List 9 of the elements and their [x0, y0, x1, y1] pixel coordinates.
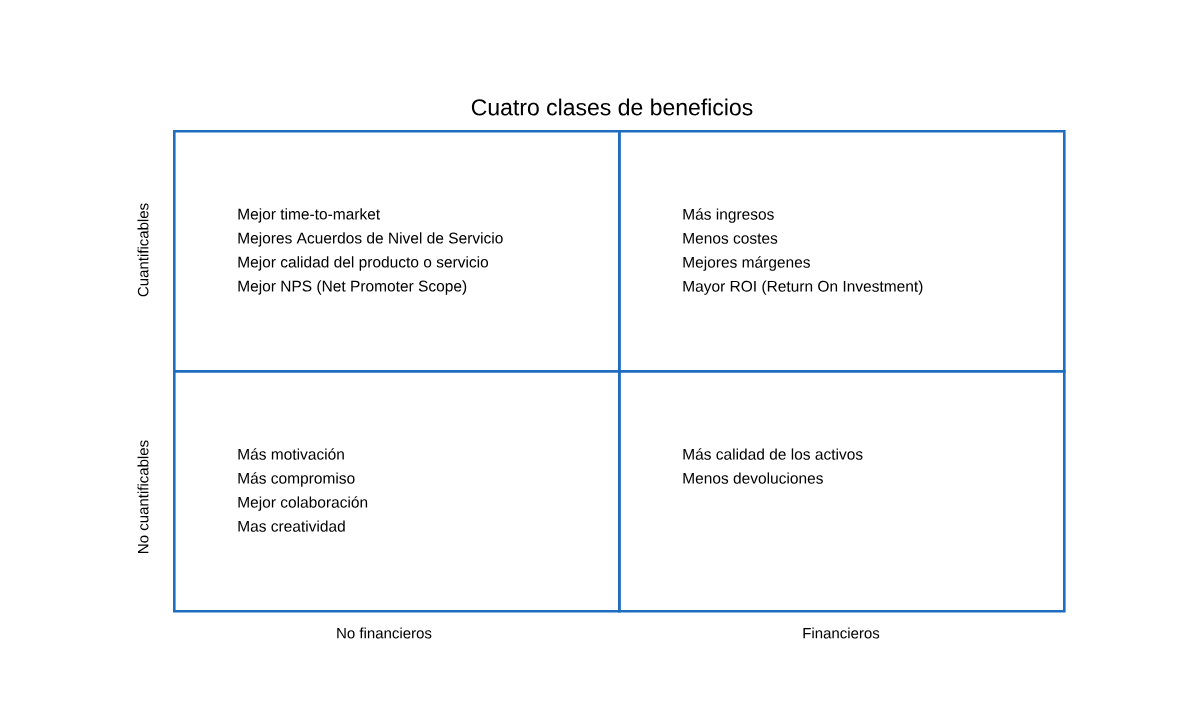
quadrant-box: Más motivación Más compromiso Mejor colaboración Mas creatividad	[173, 370, 621, 613]
axis-label: No cuantificables	[137, 440, 149, 553]
axis-label: Cuantificables	[137, 203, 149, 297]
quadrant-box: Mejor time-to-market Mejores Acuerdos de Nivel de Servicio Mejor calidad del producto o servicio Mejor NPS (Net Promoter Scope)	[173, 130, 621, 373]
quadrant-box: Más calidad de los activos Menos devoluciones	[618, 370, 1066, 613]
title: Cuatro clases de beneficios	[471, 98, 753, 116]
axis-label: Financieros	[803, 627, 880, 639]
axis-label: No financieros	[337, 627, 432, 639]
quadrant-box: Más ingresos Menos costes Mejores márgenes Mayor ROI (Return On Investment)	[618, 130, 1066, 373]
